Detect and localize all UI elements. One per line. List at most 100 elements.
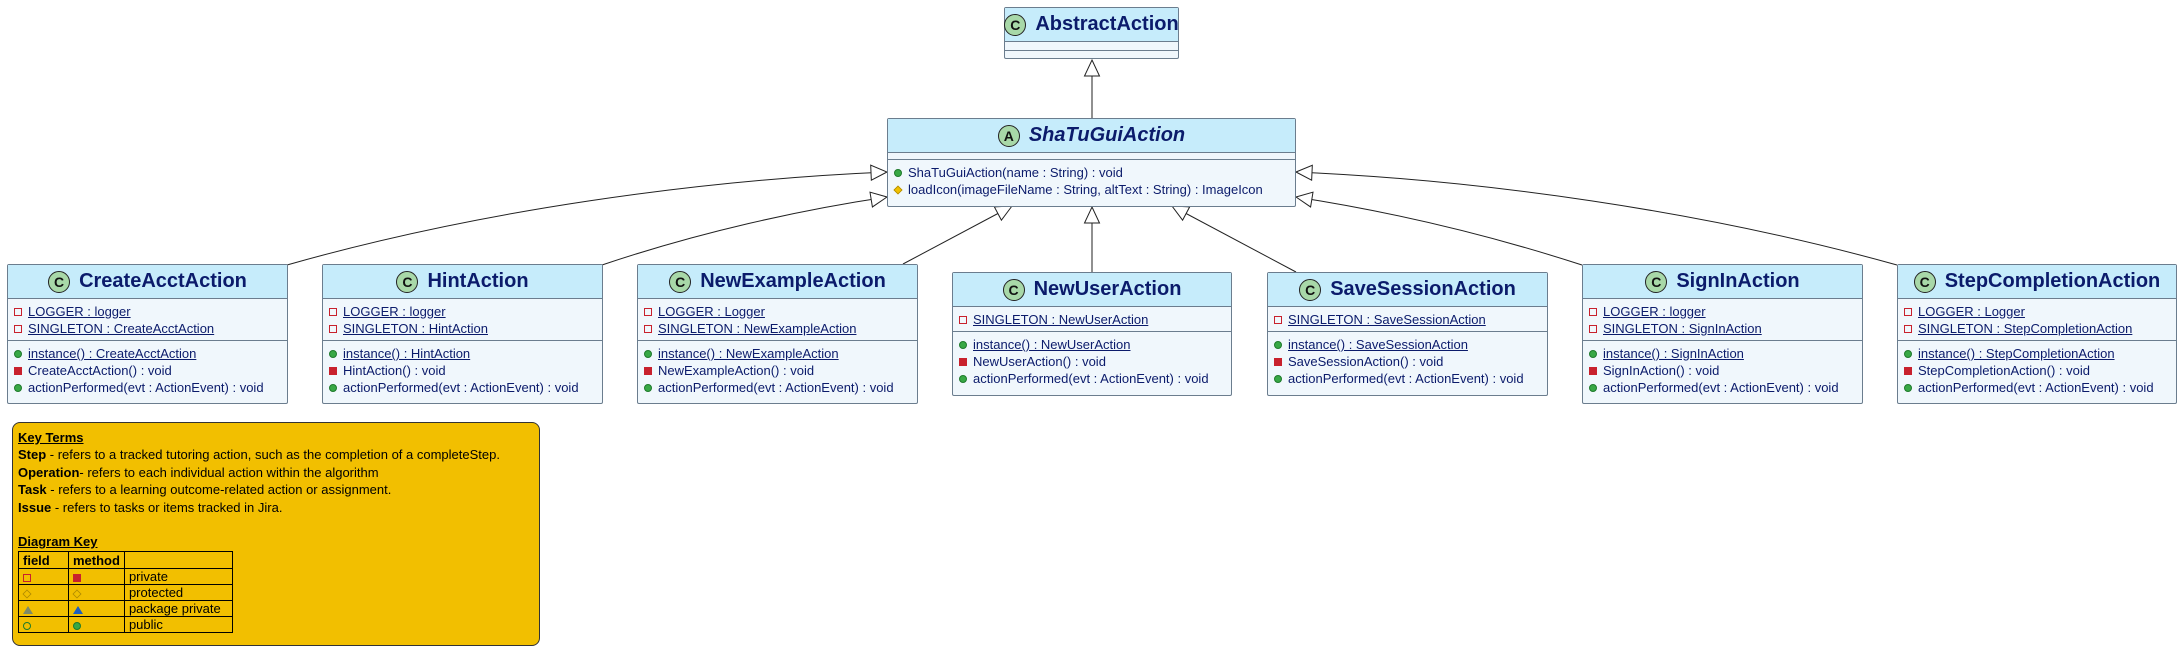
member-text: instance() : HintAction — [343, 346, 471, 361]
protected-method-icon — [72, 589, 82, 599]
key-terms-title: Key Terms — [18, 430, 84, 445]
class-member: actionPerformed(evt : ActionEvent) : voi… — [644, 379, 911, 396]
class-stereotype-icon: C — [1913, 270, 1936, 293]
createacct-arrowhead — [870, 164, 889, 181]
fields-section — [888, 153, 1295, 160]
member-text: SINGLETON : NewUserAction — [973, 312, 1149, 327]
member-text: CreateAcctAction() : void — [28, 363, 172, 378]
signin-edge — [1295, 196, 1583, 266]
member-text: NewExampleAction() : void — [658, 363, 815, 378]
public-method-icon — [1274, 340, 1282, 349]
member-text: LOGGER : logger — [1603, 304, 1706, 319]
key-terms-list: Step - refers to a tracked tutoring acti… — [18, 446, 534, 516]
member-text: SINGLETON : SignInAction — [1603, 321, 1762, 336]
key-term-name: Issue — [18, 499, 52, 515]
member-text: SINGLETON : StepCompletionAction — [1918, 321, 2133, 336]
member-text: instance() : StepCompletionAction — [1918, 346, 2115, 361]
public-method-icon — [1904, 383, 1912, 392]
shatu-to-abstract-arrowhead — [1083, 58, 1101, 77]
member-text: instance() : SaveSessionAction — [1288, 337, 1468, 352]
public-method-icon — [329, 349, 337, 358]
methods-section — [1005, 51, 1178, 58]
public-method-icon — [1274, 374, 1282, 383]
savesession-arrowhead — [1170, 205, 1191, 222]
class-member: actionPerformed(evt : ActionEvent) : voi… — [1274, 370, 1541, 387]
member-text: SignInAction() : void — [1603, 363, 1720, 378]
public-method-icon — [14, 383, 22, 392]
class-stereotype-icon: C — [396, 270, 419, 293]
key-row-label: protected — [123, 584, 233, 601]
private-field-icon — [1589, 324, 1597, 333]
class-member: actionPerformed(evt : ActionEvent) : voi… — [1904, 379, 2170, 396]
key-term-name: Step — [18, 447, 47, 462]
public-method-icon — [1589, 383, 1597, 392]
class-member: CreateAcctAction() : void — [14, 362, 281, 379]
private-method-icon — [73, 573, 81, 582]
class-member: StepCompletionAction() : void — [1904, 362, 2170, 379]
private-field-icon — [1904, 307, 1912, 316]
member-text: LOGGER : logger — [28, 304, 131, 319]
class-member: SINGLETON : StepCompletionAction — [1904, 320, 2170, 337]
class-stereotype-icon: C — [669, 270, 692, 293]
private-method-icon — [959, 357, 967, 366]
class-member: SignInAction() : void — [1589, 362, 1856, 379]
class-member: SINGLETON : HintAction — [329, 320, 596, 337]
member-text: instance() : NewExampleAction — [658, 346, 839, 361]
class-name: ShaTuGuiAction — [1028, 124, 1186, 146]
class-name: SignInAction — [1676, 270, 1800, 292]
savesession-edge — [1171, 205, 1297, 273]
member-text: LOGGER : Logger — [1918, 304, 2025, 319]
class-member: instance() : SignInAction — [1589, 345, 1856, 362]
public-method-icon — [959, 374, 967, 383]
class-member: SaveSessionAction() : void — [1274, 353, 1541, 370]
class-abstract-action[interactable]: C AbstractAction — [1004, 7, 1179, 59]
private-field-icon — [329, 324, 337, 333]
private-method-icon — [1274, 357, 1282, 366]
class-member: NewExampleAction() : void — [644, 362, 911, 379]
stepcompletion-arrowhead — [1294, 164, 1313, 182]
member-text: LOGGER : Logger — [658, 304, 765, 319]
createacct-edge — [286, 171, 888, 266]
class-stereotype-icon: C — [1645, 270, 1668, 293]
class-shatuguiaction[interactable]: A ShaTuGuiAction ShaTuGuiAction(name : S… — [887, 118, 1296, 207]
class-header: C NewExampleAction — [638, 265, 917, 299]
class-member: instance() : SaveSessionAction — [1274, 336, 1541, 353]
class-name: CreateAcctAction — [79, 270, 247, 292]
key-row: package private — [18, 600, 233, 617]
signin-arrowhead — [1294, 191, 1314, 208]
key-term-name: Operation — [18, 464, 80, 480]
class-member: instance() : NewExampleAction — [644, 345, 911, 362]
member-text: actionPerformed(evt : ActionEvent) : voi… — [1918, 380, 2154, 395]
public-method-icon — [894, 168, 902, 177]
private-method-icon — [329, 366, 337, 375]
class-name: NewExampleAction — [700, 270, 886, 292]
public-method-icon — [644, 349, 652, 358]
class-name: AbstractAction — [1035, 13, 1179, 35]
fields-section: SINGLETON : SaveSessionAction — [1268, 307, 1547, 332]
public-method-icon — [14, 349, 22, 358]
member-text: actionPerformed(evt : ActionEvent) : voi… — [973, 371, 1209, 386]
member-text: actionPerformed(evt : ActionEvent) : voi… — [343, 380, 579, 395]
class-member: LOGGER : logger — [329, 303, 596, 320]
class-stereotype-icon: C — [1002, 278, 1025, 301]
diagram-key-title: Diagram Key — [18, 534, 98, 549]
member-text: LOGGER : logger — [343, 304, 446, 319]
private-method-icon — [644, 366, 652, 375]
protected-method-icon — [893, 184, 903, 195]
